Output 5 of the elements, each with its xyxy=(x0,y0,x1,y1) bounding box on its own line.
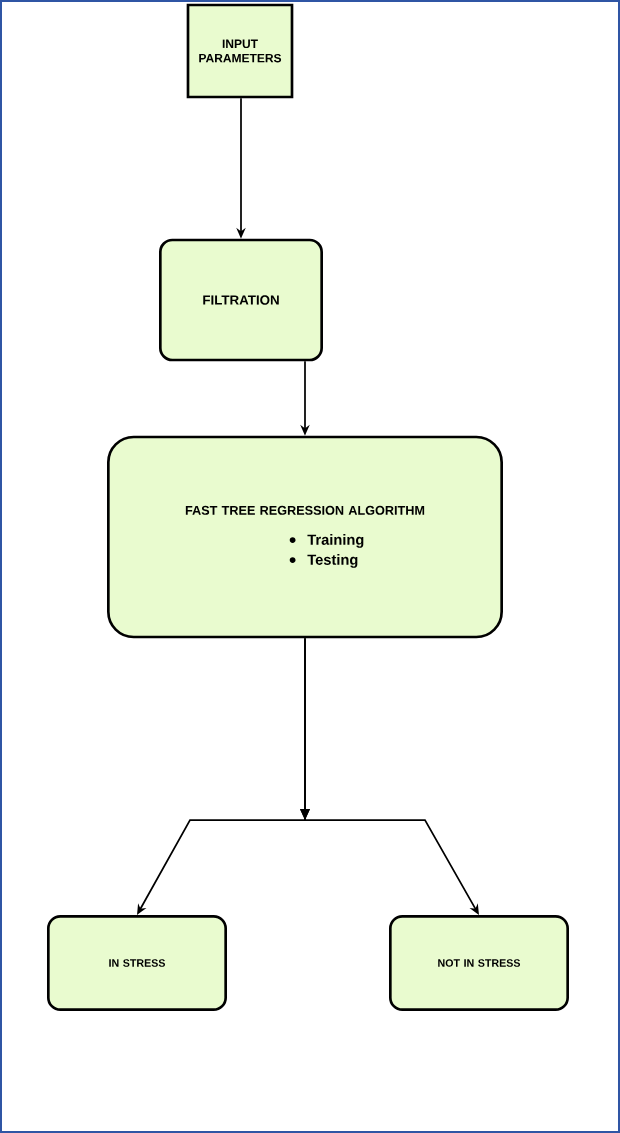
process-box: IN STRESS xyxy=(47,915,227,1011)
process-box: NOT IN STRESS xyxy=(389,915,569,1011)
process-box: INPUT PARAMETERS xyxy=(186,3,294,99)
process-box: FILTRATION xyxy=(159,238,323,362)
process-box: FAST TREE REGRESSION ALGORITHM Training Testing xyxy=(107,435,503,639)
